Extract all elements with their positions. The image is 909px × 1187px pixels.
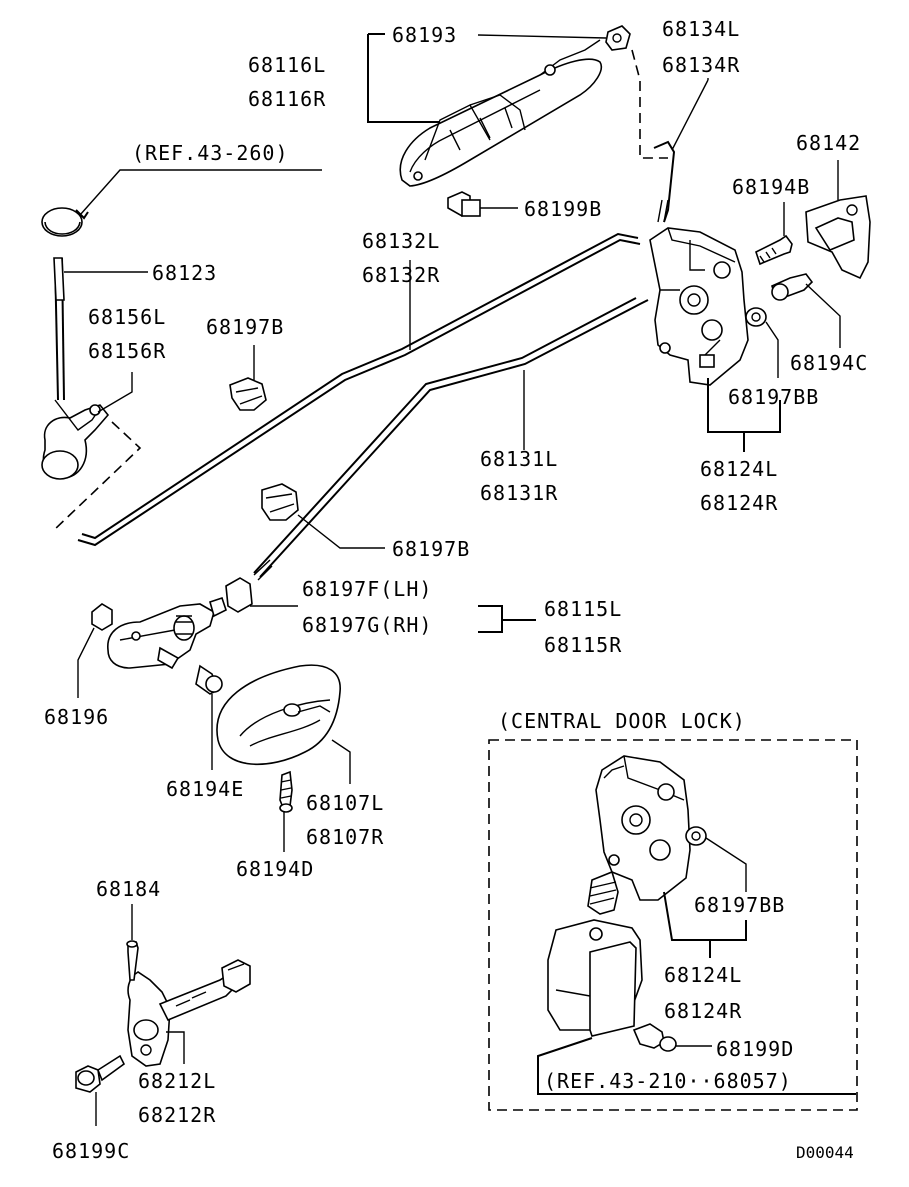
label-68199C: 68199C — [52, 1139, 130, 1163]
door-latch-68124-drawing — [649, 227, 749, 386]
label-68132R: 68132R — [362, 263, 440, 287]
pin-68184-drawing — [126, 940, 139, 981]
screw-68194B-drawing — [755, 234, 793, 266]
label-central-door-lock: (CENTRAL DOOR LOCK) — [498, 709, 746, 733]
label-68197G-RH: 68197G(RH) — [302, 613, 432, 637]
label-ref-43-260: (REF.43-260) — [132, 141, 289, 165]
label-68124R-lower: 68124R — [664, 999, 742, 1023]
clip-68193-drawing — [605, 25, 631, 51]
label-68124L-lower: 68124L — [664, 963, 742, 987]
label-68156R: 68156R — [88, 339, 166, 363]
label-68142: 68142 — [796, 131, 861, 155]
label-68132L: 68132L — [362, 229, 440, 253]
label-68199B: 68199B — [524, 197, 602, 221]
label-68197BB-upper: 68197BB — [728, 385, 819, 409]
grommet-68197BB-lower-drawing — [685, 826, 707, 846]
label-68115L: 68115L — [544, 597, 622, 621]
label-68123: 68123 — [152, 261, 217, 285]
label-68184: 68184 — [96, 877, 161, 901]
label-ref-43-210: (REF.43-210··68057) — [544, 1069, 792, 1093]
bolt-68199B-drawing — [447, 191, 481, 217]
bolt-68199D-drawing — [632, 1023, 677, 1052]
clip-68196-drawing — [91, 603, 113, 631]
label-68199D: 68199D — [716, 1037, 794, 1061]
screw-68194C-drawing — [771, 273, 814, 301]
label-68115R: 68115R — [544, 633, 622, 657]
label-68134L: 68134L — [662, 17, 740, 41]
label-68194B: 68194B — [732, 175, 810, 199]
label-68134R: 68134R — [662, 53, 740, 77]
outside-door-handle-drawing — [399, 39, 602, 187]
striker-68142-drawing — [805, 195, 871, 280]
label-68131L: 68131L — [480, 447, 558, 471]
central-lock-latch-actuator-drawing — [547, 755, 691, 1037]
clip-68197B-upper-drawing — [229, 377, 267, 411]
lock-lever-68156-drawing — [41, 399, 110, 480]
label-68131R: 68131R — [480, 481, 558, 505]
inside-handle-cover-68107-drawing — [216, 664, 341, 766]
clip-68197B-lower-drawing — [261, 483, 299, 521]
label-68197B-upper: 68197B — [206, 315, 284, 339]
inside-handle-base-68115-drawing — [107, 603, 215, 670]
label-68194E: 68194E — [166, 777, 244, 801]
label-68156L: 68156L — [88, 305, 166, 329]
label-68197B-lower: 68197B — [392, 537, 470, 561]
rod-connector-68197FG-drawing — [209, 577, 253, 618]
lock-knob-68123-drawing — [41, 207, 83, 401]
grommet-68197BB-upper-drawing — [745, 307, 767, 327]
label-68194D: 68194D — [236, 857, 314, 881]
label-68193: 68193 — [392, 23, 457, 47]
label-68107L: 68107L — [306, 791, 384, 815]
label-68197BB-lower: 68197BB — [694, 893, 785, 917]
bolt-68199C-drawing — [75, 1054, 126, 1093]
label-68196: 68196 — [44, 705, 109, 729]
diagram-code: D00044 — [796, 1143, 854, 1162]
label-68212L: 68212L — [138, 1069, 216, 1093]
label-68116R: 68116R — [248, 87, 326, 111]
label-68107R: 68107R — [306, 825, 384, 849]
screw-68194E-drawing — [195, 664, 223, 695]
label-68194C: 68194C — [790, 351, 868, 375]
label-68116L: 68116L — [248, 53, 326, 77]
label-68197F-LH: 68197F(LH) — [302, 577, 432, 601]
label-68124L-upper: 68124L — [700, 457, 778, 481]
door-check-68212-drawing — [127, 959, 251, 1067]
label-68212R: 68212R — [138, 1103, 216, 1127]
label-68124R-upper: 68124R — [700, 491, 778, 515]
screw-68194D-drawing — [279, 770, 293, 813]
